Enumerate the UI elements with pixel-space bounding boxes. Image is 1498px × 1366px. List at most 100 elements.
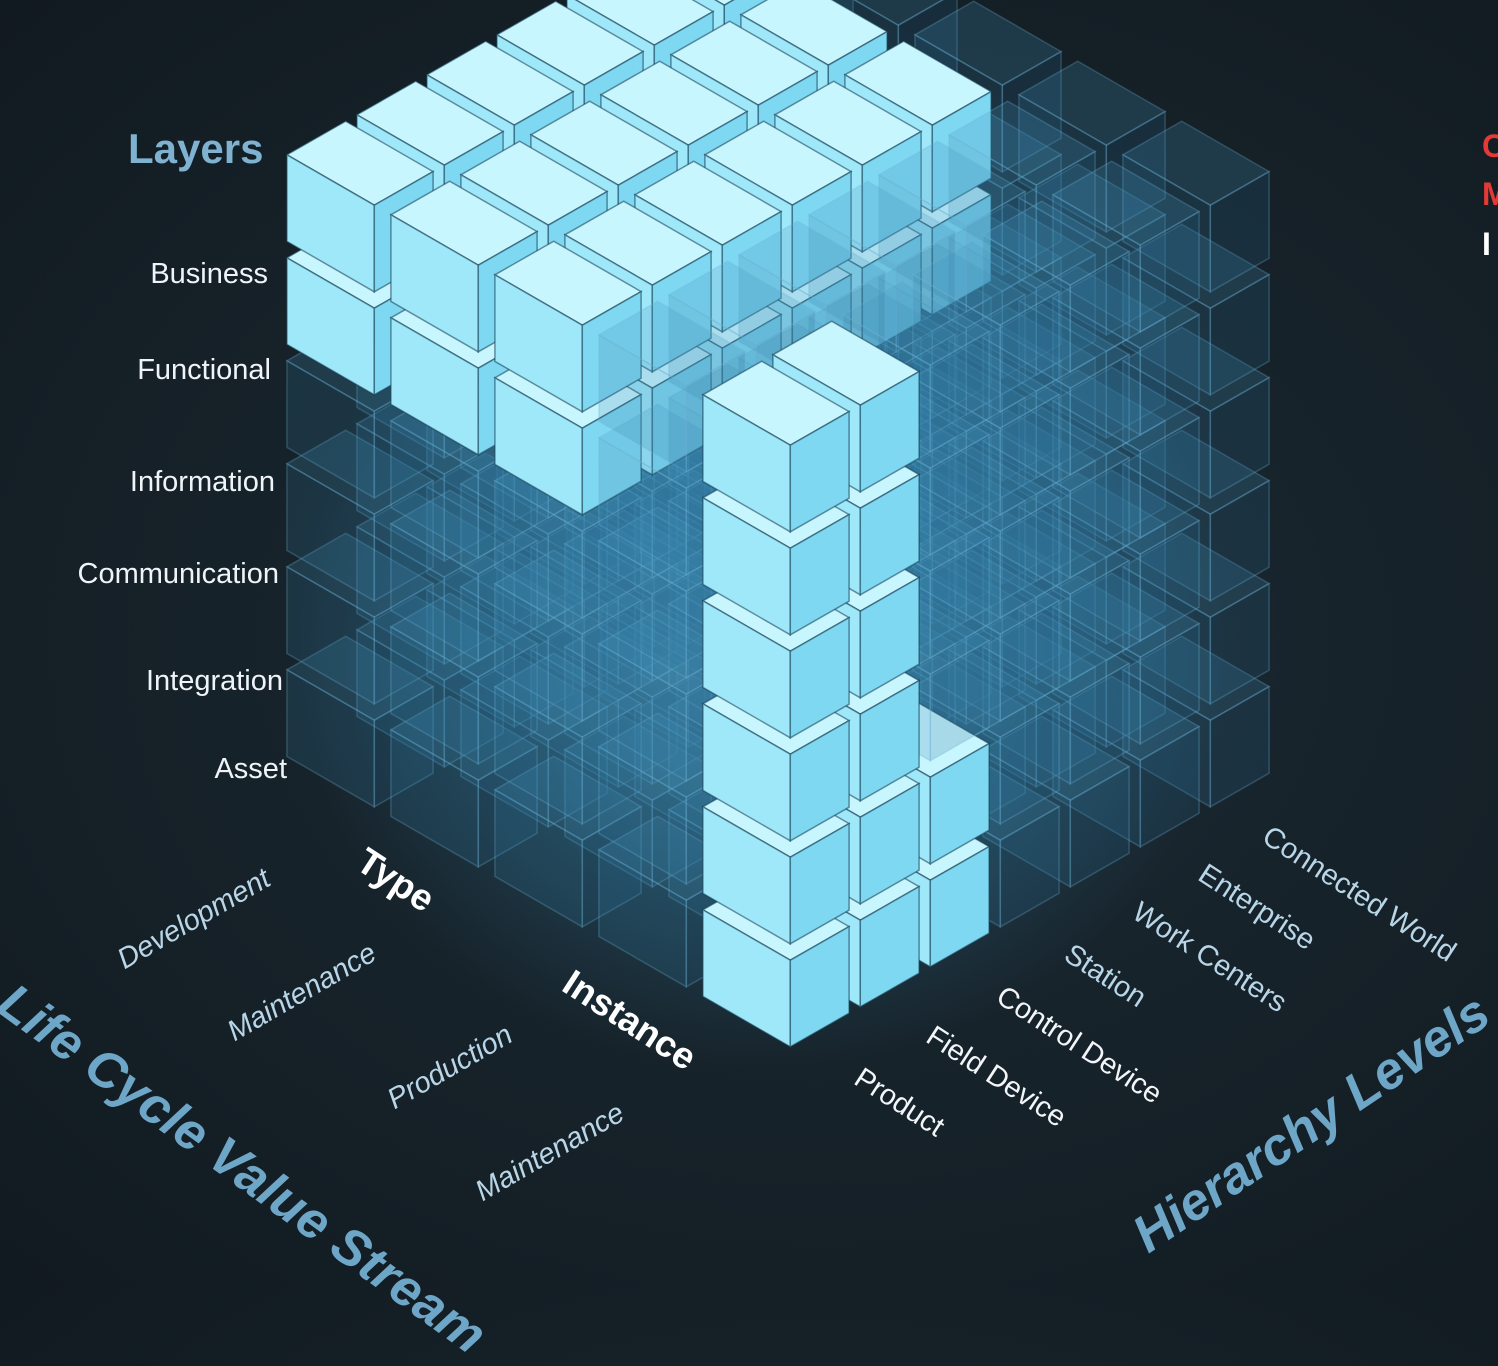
cube-block — [355, 595, 505, 769]
layer-functional: Functional — [137, 354, 271, 386]
cube-face — [1051, 675, 1201, 762]
cube-face — [1052, 399, 1142, 540]
cube-face — [1001, 50, 1062, 174]
cube-face — [285, 429, 435, 516]
cube-face — [1121, 532, 1271, 619]
cube-block — [425, 452, 575, 626]
cube-face — [1001, 359, 1062, 483]
cube-face — [496, 548, 586, 689]
cube-face — [1018, 196, 1108, 337]
cube-face — [1052, 502, 1142, 643]
cube-block — [981, 612, 1131, 786]
cube-face — [1018, 402, 1108, 543]
cube-face — [1105, 110, 1166, 234]
cube-face — [1105, 625, 1166, 749]
cube-face — [859, 885, 920, 1009]
cube-block — [1051, 263, 1201, 437]
cube-face — [1139, 725, 1200, 849]
cube-face — [563, 612, 713, 699]
cube-face — [1105, 419, 1166, 543]
cube-face — [789, 410, 850, 534]
cube-face — [737, 220, 887, 307]
cube-face — [530, 648, 620, 789]
cube-face — [1051, 366, 1201, 453]
cube-face — [1121, 429, 1271, 516]
cube-block — [1017, 369, 1167, 543]
cube-face — [1017, 472, 1167, 559]
cube-face — [493, 549, 643, 636]
cube-face — [965, 190, 1026, 314]
cube-face — [600, 608, 690, 749]
cube-face — [1051, 469, 1201, 556]
cube-block — [913, 412, 1063, 586]
cube-face — [566, 508, 656, 649]
cube-block — [1121, 120, 1271, 294]
cube-face — [1035, 459, 1096, 583]
cube-face — [861, 233, 922, 357]
cube-face — [598, 642, 688, 783]
cube-face — [1017, 369, 1167, 456]
layer-communication: Communication — [77, 558, 279, 590]
cube-face — [459, 655, 609, 742]
layer-information: Information — [129, 466, 275, 498]
cube-face — [789, 616, 850, 740]
cube-face — [1035, 150, 1096, 274]
cube-face — [389, 489, 539, 576]
cube-face — [965, 293, 1026, 417]
cube-face — [859, 370, 920, 494]
cube-face — [965, 396, 1026, 520]
cube-blocks — [285, 0, 1271, 1049]
cube-block — [1121, 429, 1271, 603]
cube-face — [286, 668, 376, 809]
cube-face — [982, 233, 1072, 374]
cube-block — [389, 592, 539, 766]
corner-letter-c: C — [1482, 128, 1498, 164]
cube-face — [981, 406, 1131, 493]
cube-face — [581, 805, 642, 929]
cube-face — [390, 522, 480, 663]
cube-face — [789, 925, 850, 1049]
cube-block — [1017, 575, 1167, 749]
cube-block — [911, 446, 1061, 620]
cube-block — [459, 655, 609, 829]
cube-face — [1139, 622, 1200, 746]
cube-face — [948, 133, 1038, 274]
cube-block — [947, 100, 1097, 274]
cube-face — [999, 496, 1060, 620]
cube-face — [598, 848, 688, 989]
cube-block — [877, 140, 1027, 314]
cube-block — [355, 389, 505, 563]
cube-face — [477, 539, 538, 663]
cube-block — [981, 715, 1131, 889]
cube-face — [513, 605, 574, 729]
rami-cube-diagram — [285, 0, 1271, 1070]
cube-block — [563, 612, 713, 786]
cube-face — [1209, 479, 1270, 603]
cube-face — [965, 602, 1026, 726]
cube-face — [965, 499, 1026, 623]
cube-block — [493, 549, 643, 723]
cube-face — [1017, 575, 1167, 662]
cube-face — [1051, 572, 1201, 659]
cube-face — [911, 240, 1061, 327]
cube-face — [1017, 266, 1167, 353]
cube-block — [425, 555, 575, 729]
cube-face — [598, 745, 688, 886]
cube-face — [1121, 223, 1271, 310]
cube-face — [999, 702, 1060, 826]
cube-face — [426, 588, 516, 729]
cube-face — [583, 565, 644, 689]
cube-face — [859, 782, 920, 906]
cube-face — [947, 306, 1097, 393]
cube-face — [1018, 505, 1108, 646]
cube-face — [1001, 462, 1062, 586]
cube-face — [493, 755, 643, 842]
cube-face — [355, 595, 505, 682]
cube-face — [356, 628, 446, 769]
cube-face — [947, 615, 1097, 702]
cube-face — [789, 513, 850, 637]
cube-face — [913, 412, 1063, 499]
cube-face — [1122, 153, 1212, 294]
cube-face — [929, 536, 990, 660]
cube-face — [931, 296, 992, 420]
